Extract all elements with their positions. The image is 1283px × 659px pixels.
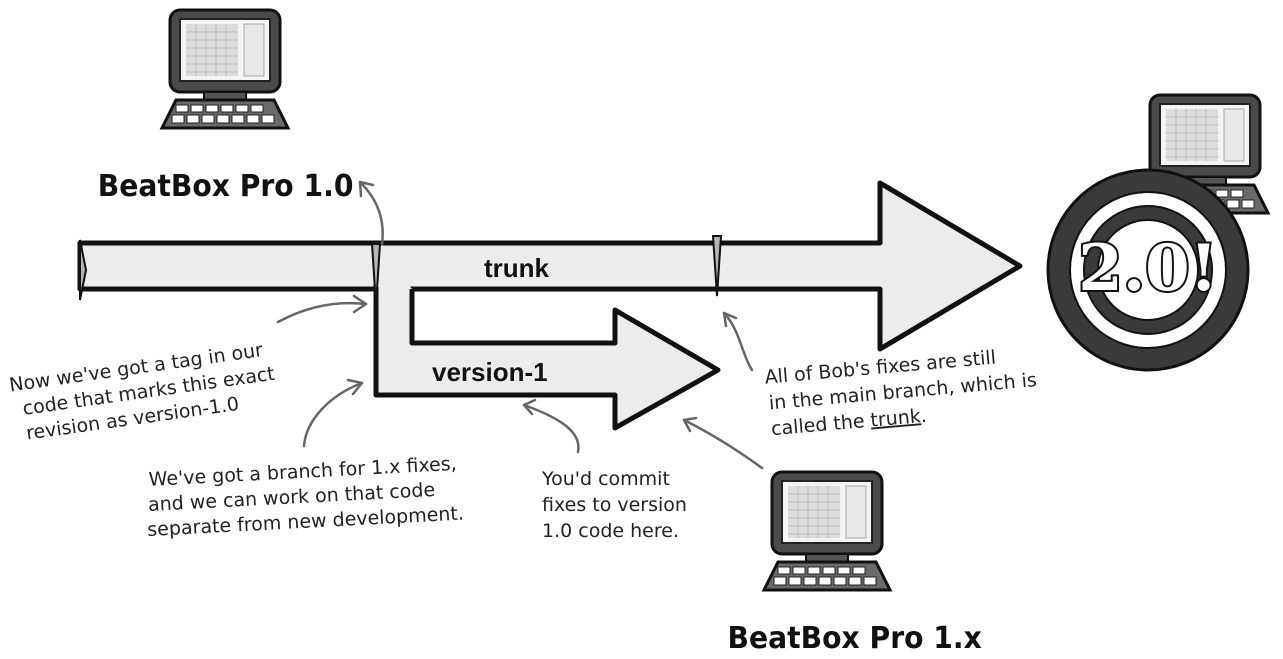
commit-note-line: You'd commit <box>541 468 670 490</box>
commit-note: You'd commit fixes to version 1.0 code h… <box>541 468 687 542</box>
commit-note-line: fixes to version <box>542 494 687 516</box>
revision-marker-tag <box>370 243 382 306</box>
pointer-tag-note <box>276 301 368 324</box>
tag-note: Now we've got a tag in our code that mar… <box>8 339 276 445</box>
revision-marker-trunk <box>711 235 723 297</box>
computer-1-x-icon <box>762 470 892 592</box>
release-1-0-label: BeatBox Pro 1.0 <box>98 168 354 203</box>
commit-note-line: 1.0 code here. <box>542 520 679 542</box>
pointer-commit-note <box>522 403 580 454</box>
pointer-to-release-1-0 <box>358 180 384 246</box>
pointer-trunk-note <box>722 311 754 372</box>
trunk-label: trunk <box>484 253 550 283</box>
branch-note: We've got a branch for 1.x fixes, and we… <box>147 453 465 541</box>
release-1-x-label: BeatBox Pro 1.x <box>728 620 982 655</box>
trunk-note: All of Bob's fixes are still in the main… <box>764 346 1038 440</box>
badge-text: 2.0! <box>1078 231 1217 306</box>
branch-label: version-1 <box>432 357 548 387</box>
computer-1-0-icon <box>160 8 290 130</box>
pointer-to-branch-tip <box>682 418 764 470</box>
trunk-arrow <box>77 180 1023 352</box>
badge-2-0: 2.0! <box>1046 168 1250 372</box>
pointer-branch-note <box>302 381 364 448</box>
branch-arrow <box>373 243 721 431</box>
trunk-word: trunk <box>870 405 922 431</box>
revision-marker-start <box>79 239 88 301</box>
